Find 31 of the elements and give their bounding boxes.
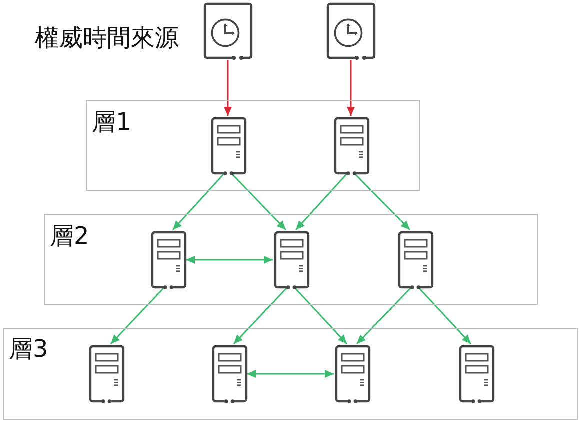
server-icon bbox=[89, 345, 125, 403]
layer-label: 層2 bbox=[50, 222, 90, 250]
arrow bbox=[346, 60, 356, 116]
arrow bbox=[418, 288, 472, 344]
double-arrow bbox=[186, 256, 273, 264]
double-arrow bbox=[247, 370, 334, 378]
layer-panel bbox=[44, 214, 538, 305]
arrow bbox=[231, 173, 287, 231]
arrow bbox=[356, 287, 412, 345]
arrow bbox=[172, 174, 225, 230]
caption-text: 權威時間來源 bbox=[35, 24, 179, 52]
layer-label: 層1 bbox=[92, 108, 132, 136]
clock-icon bbox=[203, 2, 253, 60]
layer-label: 層3 bbox=[9, 335, 48, 363]
server-icon bbox=[459, 345, 495, 403]
arrow bbox=[294, 288, 348, 344]
layer-panel bbox=[86, 100, 420, 191]
server-icon bbox=[211, 117, 247, 175]
layer-panel bbox=[3, 328, 578, 420]
server-icon bbox=[335, 345, 371, 403]
server-icon bbox=[151, 231, 187, 289]
server-icon bbox=[398, 231, 434, 289]
clock-icon bbox=[326, 2, 376, 60]
server-icon bbox=[212, 345, 248, 403]
server-icon bbox=[274, 231, 310, 289]
server-icon bbox=[334, 117, 370, 175]
arrow bbox=[354, 173, 411, 231]
arrow bbox=[295, 174, 348, 230]
arrow bbox=[233, 287, 288, 345]
arrow bbox=[110, 287, 165, 345]
arrow bbox=[224, 60, 232, 116]
